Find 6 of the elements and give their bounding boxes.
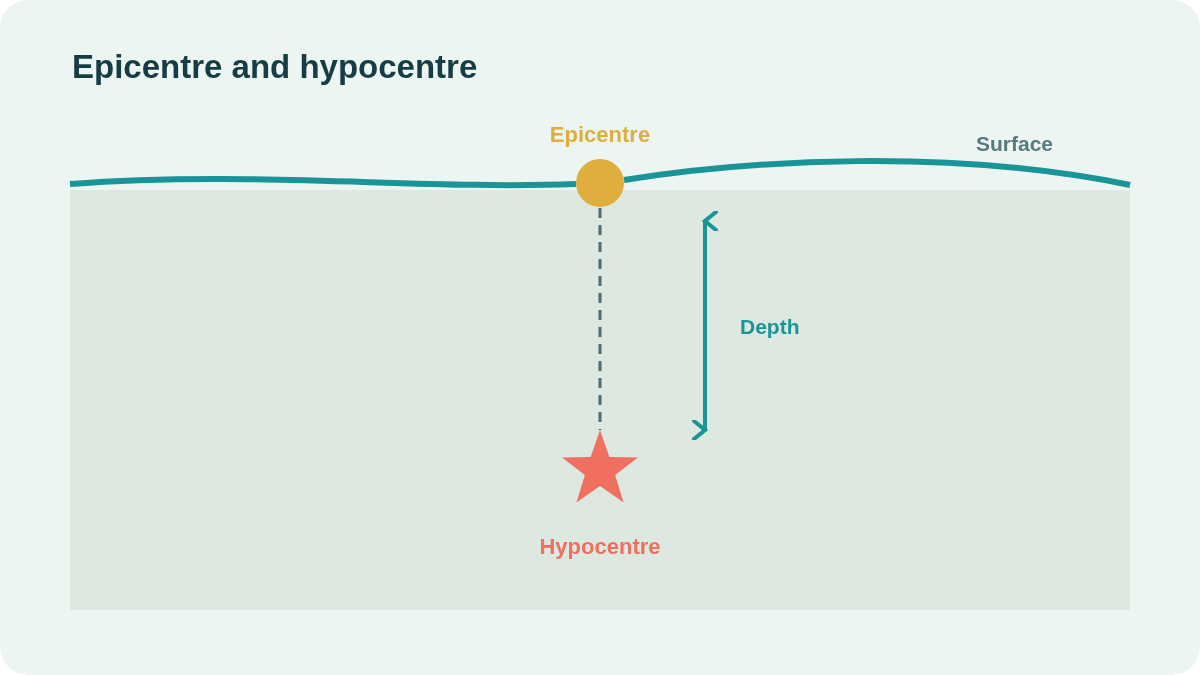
diagram-title: Epicentre and hypocentre <box>72 48 478 86</box>
epicentre-label: Epicentre <box>549 122 651 148</box>
depth-label: Depth <box>740 315 800 339</box>
surface-label: Surface <box>976 132 1054 156</box>
hypocentre-label: Hypocentre <box>539 534 661 560</box>
dashed-line <box>598 208 602 430</box>
